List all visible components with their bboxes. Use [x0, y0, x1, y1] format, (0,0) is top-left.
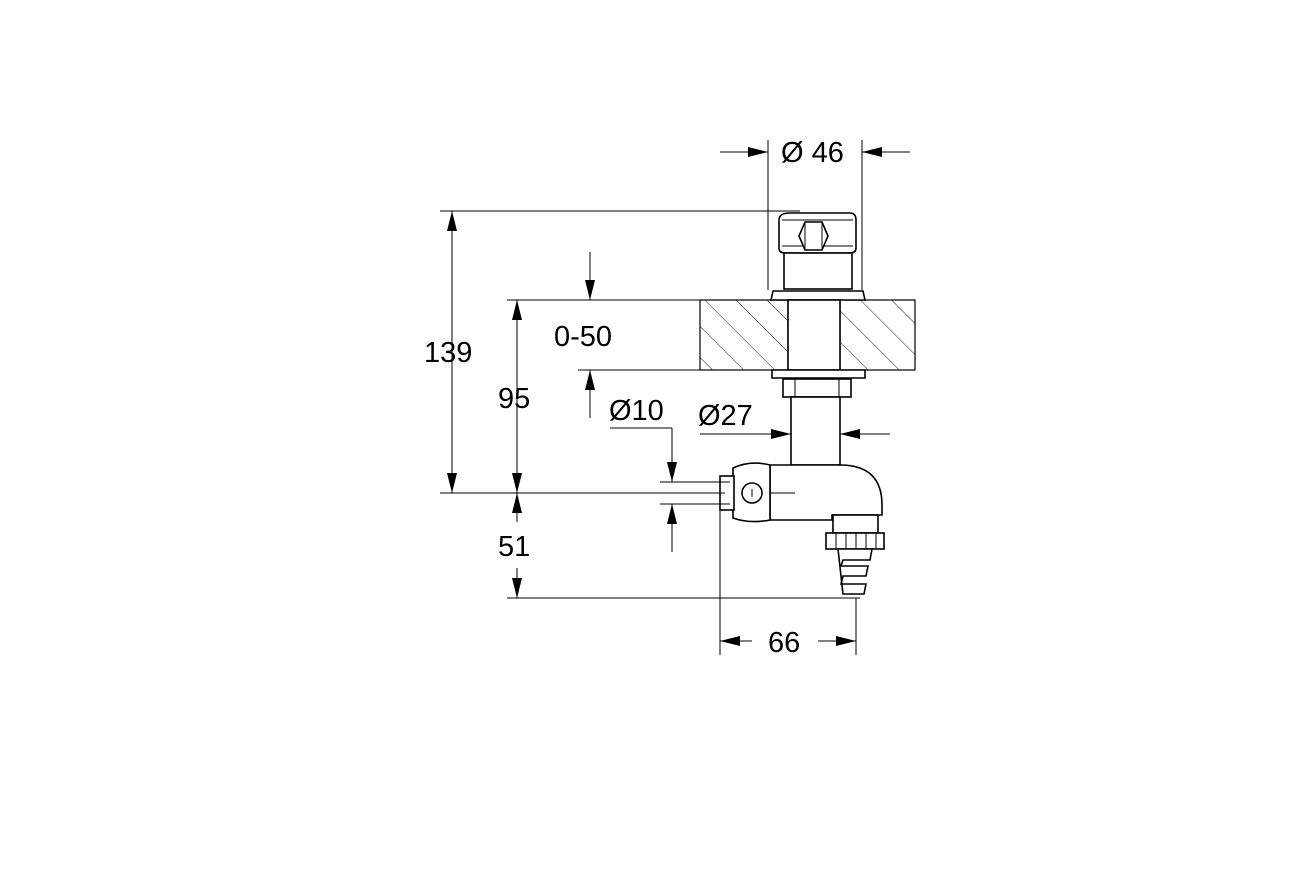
mounting-deck [699, 299, 916, 371]
dim-label-dia-46: Ø 46 [781, 137, 844, 169]
dim-label-51: 51 [498, 531, 530, 563]
valve-body [719, 212, 885, 595]
dimension-labels: Ø 46 139 0-50 95 Ø10 Ø27 51 66 [424, 137, 844, 659]
dimension-lines [440, 140, 910, 655]
dim-label-139: 139 [424, 337, 472, 369]
dim-label-dia-27: Ø27 [698, 400, 753, 432]
dim-label-95: 95 [498, 383, 530, 415]
dim-label-66: 66 [768, 627, 800, 659]
dim-label-0-50: 0-50 [554, 321, 612, 353]
dim-label-dia-10: Ø10 [609, 395, 664, 427]
